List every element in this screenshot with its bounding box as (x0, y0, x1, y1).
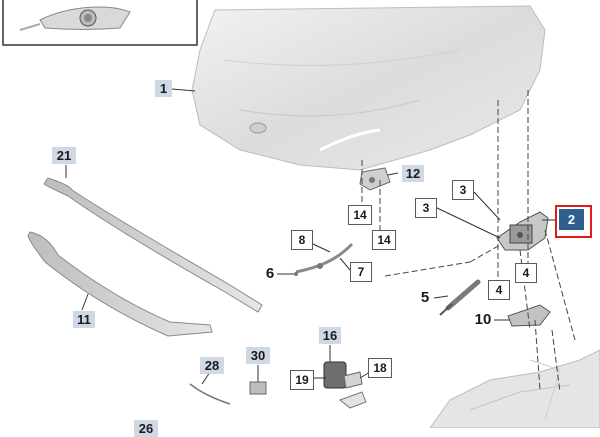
callout-19[interactable]: 19 (290, 370, 314, 390)
callout-12[interactable]: 12 (402, 165, 424, 182)
gas-strut (439, 279, 481, 316)
callout-10[interactable]: 10 (474, 311, 492, 328)
callout-18[interactable]: 18 (368, 358, 392, 378)
latch-10 (507, 304, 551, 327)
seal-strip-lower (27, 231, 213, 337)
callout-4b[interactable]: 4 (488, 280, 510, 300)
hood-panel (191, 5, 546, 171)
module-16 (323, 361, 367, 409)
wire-28 (189, 383, 231, 405)
callout-21[interactable]: 21 (52, 147, 76, 164)
callout-4a[interactable]: 4 (515, 263, 537, 283)
callout-7[interactable]: 7 (350, 262, 372, 282)
callout-11[interactable]: 11 (73, 311, 95, 328)
callout-6[interactable]: 6 (265, 265, 275, 282)
callout-3b[interactable]: 3 (415, 198, 437, 218)
callout-26[interactable]: 26 (134, 420, 158, 437)
diagram-drawing (2, 0, 600, 428)
callout-28[interactable]: 28 (200, 357, 224, 374)
callout-16[interactable]: 16 (319, 327, 341, 344)
leader-lines (65, 88, 557, 385)
callout-2[interactable]: 2 (559, 209, 584, 230)
release-cable (295, 242, 354, 274)
callout-5[interactable]: 5 (420, 289, 430, 306)
hinge-assembly (496, 211, 549, 251)
clip-30 (249, 381, 267, 395)
thumbnail-inset (2, 0, 198, 46)
selected-part-frame (555, 205, 592, 238)
callout-8[interactable]: 8 (291, 230, 313, 250)
callout-14a[interactable]: 14 (348, 205, 372, 225)
body-structure (429, 349, 600, 428)
bracket-12 (359, 167, 391, 191)
seal-strip-upper (43, 177, 263, 313)
callout-14b[interactable]: 14 (372, 230, 396, 250)
callout-3a[interactable]: 3 (452, 180, 474, 200)
callout-30[interactable]: 30 (246, 347, 270, 364)
callout-1[interactable]: 1 (155, 80, 172, 97)
